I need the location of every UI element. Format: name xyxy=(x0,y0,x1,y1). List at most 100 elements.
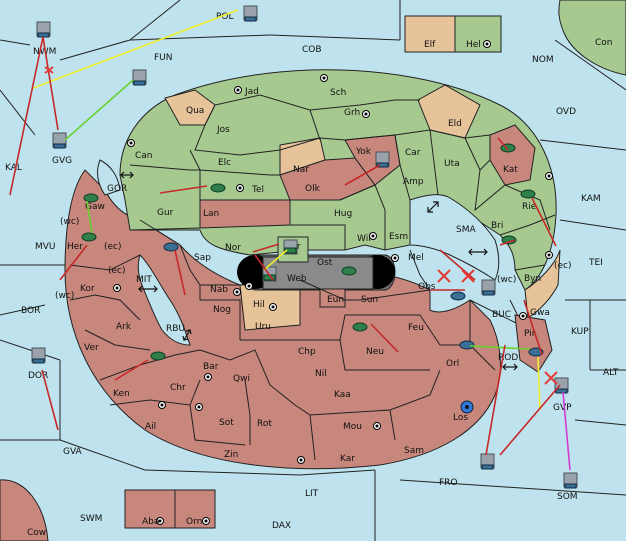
unit-ost[interactable] xyxy=(341,266,357,276)
label-ark: Ark xyxy=(116,322,132,332)
label-aba: Aba xyxy=(142,517,159,527)
label-som: SOM xyxy=(557,492,578,502)
province-labels: POL COB FUN NWM Con NOM Elf Hel Jad Sch … xyxy=(5,12,619,538)
province-hel[interactable] xyxy=(454,15,502,53)
unit-pir[interactable] xyxy=(528,347,544,357)
province-aba[interactable] xyxy=(124,489,176,529)
unit-neu[interactable] xyxy=(352,322,368,332)
label-qwi: Qwi xyxy=(233,374,250,384)
label-alt: ALT xyxy=(603,368,619,378)
label-gaw: Gaw xyxy=(85,202,105,212)
label-chr: Chr xyxy=(170,383,186,393)
label-gor: GOR xyxy=(107,184,127,194)
label-ver: Ver xyxy=(84,343,99,353)
label-coast-wc1: (wc) xyxy=(60,217,79,227)
unit-yok[interactable] xyxy=(375,151,390,168)
label-ken: Ken xyxy=(113,389,130,399)
label-los: Los xyxy=(453,413,468,423)
label-con: Con xyxy=(595,38,613,48)
unit-obs[interactable] xyxy=(450,291,466,301)
label-kam: KAM xyxy=(581,194,601,204)
label-rbu: RBU xyxy=(166,324,185,334)
unit-fun[interactable] xyxy=(132,69,147,86)
label-nil: Nil xyxy=(315,369,327,379)
label-uru: Uru xyxy=(255,322,271,332)
label-kor: Kor xyxy=(80,284,95,294)
label-ost: Ost xyxy=(317,258,333,268)
label-nog: Nog xyxy=(213,305,231,315)
unit-gvg[interactable] xyxy=(52,132,67,149)
label-hel: Hel xyxy=(466,40,481,50)
unit-fro[interactable] xyxy=(480,453,495,470)
label-dax: DAX xyxy=(272,521,291,531)
label-uta: Uta xyxy=(444,159,460,169)
label-bar: Bar xyxy=(203,362,219,372)
unit-gvp[interactable] xyxy=(554,377,569,394)
unit-gaw[interactable] xyxy=(83,193,99,203)
label-elf: Elf xyxy=(424,40,436,50)
label-fro: FRO xyxy=(439,478,458,488)
label-rod: ROD xyxy=(498,353,518,363)
unit-buc[interactable] xyxy=(481,279,496,296)
label-ail: Ail xyxy=(145,422,156,432)
label-bri: Bri xyxy=(491,221,503,231)
label-hug: Hug xyxy=(334,209,352,219)
province-orn[interactable] xyxy=(174,489,216,529)
unit-nwm[interactable] xyxy=(36,21,51,38)
label-cob: COB xyxy=(302,45,322,55)
label-sap: Sap xyxy=(194,253,211,263)
province-eld[interactable] xyxy=(417,84,481,139)
label-orn: Orn xyxy=(186,517,202,527)
label-nab: Nab xyxy=(210,285,228,295)
label-rie: Rie xyxy=(522,202,537,212)
label-nom: NOM xyxy=(532,55,554,65)
sea-mit[interactable] xyxy=(137,254,191,346)
label-coast-wc2: (wc) xyxy=(55,291,74,301)
unit-pol[interactable] xyxy=(243,5,258,22)
unit-chr[interactable] xyxy=(150,351,166,361)
label-web: Web xyxy=(287,274,307,284)
label-sam: Sam xyxy=(404,446,424,456)
label-gur: Gur xyxy=(157,208,174,218)
unit-rie[interactable] xyxy=(520,189,536,199)
province-con[interactable] xyxy=(558,0,626,76)
label-gwa: Gwa xyxy=(530,308,550,318)
label-sun: Sun xyxy=(361,295,378,305)
unit-tel[interactable] xyxy=(210,183,226,193)
label-sot: Sot xyxy=(219,418,234,428)
label-dor: DOR xyxy=(28,371,48,381)
passage-arrows xyxy=(120,171,518,371)
label-pir: Pir xyxy=(524,329,536,339)
province-gwa[interactable] xyxy=(524,249,561,319)
label-coast-wc3: (wc) xyxy=(497,275,516,285)
label-coast-ec3: (ec) xyxy=(554,261,572,271)
province-eun[interactable] xyxy=(319,288,346,308)
label-byn: Byn xyxy=(524,274,541,284)
unit-som[interactable] xyxy=(563,472,578,489)
label-elc: Elc xyxy=(218,158,231,168)
unit-dor[interactable] xyxy=(31,347,46,364)
label-neu: Neu xyxy=(366,347,384,357)
label-hil: Hil xyxy=(253,300,265,310)
label-jad: Jad xyxy=(244,87,259,97)
label-ovd: OVD xyxy=(556,107,576,117)
sea-gor[interactable] xyxy=(97,159,121,196)
unit-bri[interactable] xyxy=(501,235,517,245)
label-pol: POL xyxy=(216,12,234,22)
province-pir[interactable] xyxy=(514,314,553,373)
label-sma: SMA xyxy=(456,225,476,235)
unit-orl[interactable] xyxy=(459,340,475,350)
units[interactable] xyxy=(31,5,578,489)
label-lit: LIT xyxy=(305,489,319,499)
label-gvg: GVG xyxy=(52,156,72,166)
label-amp: Amp xyxy=(403,177,424,187)
province-elf[interactable] xyxy=(404,15,456,53)
province-borders xyxy=(69,94,556,461)
label-zin: Zin xyxy=(224,450,238,460)
label-kaa: Kaa xyxy=(334,390,351,400)
unit-sap[interactable] xyxy=(163,242,179,252)
unit-her[interactable] xyxy=(81,232,97,242)
label-mit: MIT xyxy=(136,275,152,285)
